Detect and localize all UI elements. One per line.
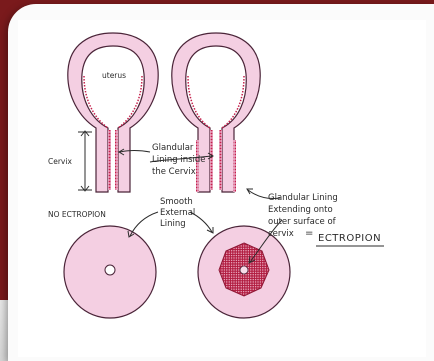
cervix-bracket [78, 131, 92, 191]
glandular-lining-right-b [219, 130, 222, 190]
label-cervix: Cervix [48, 157, 72, 166]
label-glandular-inside-2: Lining inside [152, 155, 206, 165]
label-smooth-1: Smooth [160, 197, 193, 207]
cervix-normal-view [64, 226, 156, 318]
cervix-ectropion-view [198, 226, 290, 318]
external-os-ectropion [240, 266, 248, 274]
uterus-normal [68, 33, 158, 192]
label-glandular-out-3: outer surface of [268, 217, 337, 227]
glandular-lining-right-outer-a [196, 140, 199, 192]
label-equals: = [305, 228, 314, 239]
label-glandular-out-2: Extending onto [268, 205, 333, 215]
label-glandular-inside-1: Glandular [152, 143, 194, 153]
external-os-normal [105, 265, 115, 275]
label-uterus: uterus [102, 71, 126, 80]
glandular-lining-left-a [108, 130, 111, 190]
label-smooth-2: External [160, 208, 195, 218]
label-smooth-3: Lining [160, 219, 186, 229]
label-no-ectropion: NO ECTROPION [48, 210, 106, 219]
label-ectropion: ECTROPION [318, 233, 381, 244]
glandular-lining-right-a [210, 130, 213, 190]
label-glandular-out-4: cervix [268, 229, 294, 239]
label-glandular-out-1: Glandular Lining [268, 193, 338, 203]
glandular-lining-right-outer-b [233, 140, 236, 192]
label-glandular-inside-3: the Cervix [152, 167, 196, 177]
glandular-lining-left-b [115, 130, 118, 190]
